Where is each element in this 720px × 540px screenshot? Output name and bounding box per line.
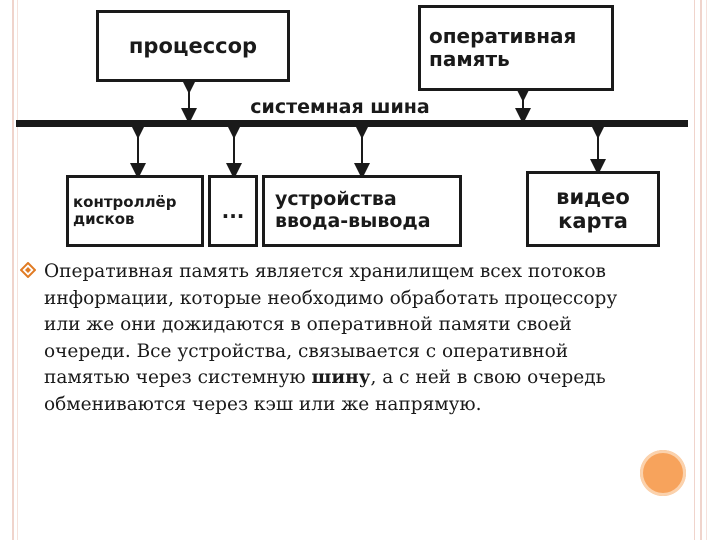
slide-frame-right-line <box>700 0 702 540</box>
io-label-line1: устройства <box>275 188 397 211</box>
slide-frame-left-line <box>12 0 14 540</box>
paragraph-part1: Оперативная память является хранилищем в… <box>44 261 618 388</box>
cpu-box: процессор <box>96 10 290 82</box>
cpu-label: процессор <box>128 33 258 58</box>
slide-frame-left-line-thin <box>17 0 18 540</box>
description-paragraph: Оперативная память является хранилищем в… <box>44 259 634 418</box>
system-bus-line <box>16 120 688 127</box>
orange-diamond-bullet-icon <box>19 261 37 282</box>
decorative-orange-circle <box>640 450 686 496</box>
other-devices-box: ... <box>208 175 258 247</box>
ram-label-line2: память <box>429 47 510 71</box>
slide-frame-right-line-outer <box>706 0 707 540</box>
ram-box: оперативная память <box>418 5 614 91</box>
ram-label-line1: оперативная <box>429 24 577 48</box>
dots-label: ... <box>221 198 245 223</box>
video-label-line2: карта <box>558 209 628 233</box>
video-label-line1: видео <box>556 184 630 209</box>
io-label-line2: ввода-вывода <box>275 210 431 232</box>
disk-controller-box: контроллёр дисков <box>66 175 204 247</box>
disk-label-line2: дисков <box>73 210 135 228</box>
io-devices-box: устройства ввода-вывода <box>262 175 462 247</box>
paragraph-bold-word: шину <box>311 367 371 388</box>
video-card-box: видео карта <box>526 171 660 247</box>
disk-label-line1: контроллёр <box>73 192 177 211</box>
system-bus-label: системная шина <box>250 96 430 118</box>
slide-frame-right-line-thin <box>694 0 695 540</box>
paragraph-part2: , а с ней в свою очередь обмениваются че… <box>44 367 606 415</box>
